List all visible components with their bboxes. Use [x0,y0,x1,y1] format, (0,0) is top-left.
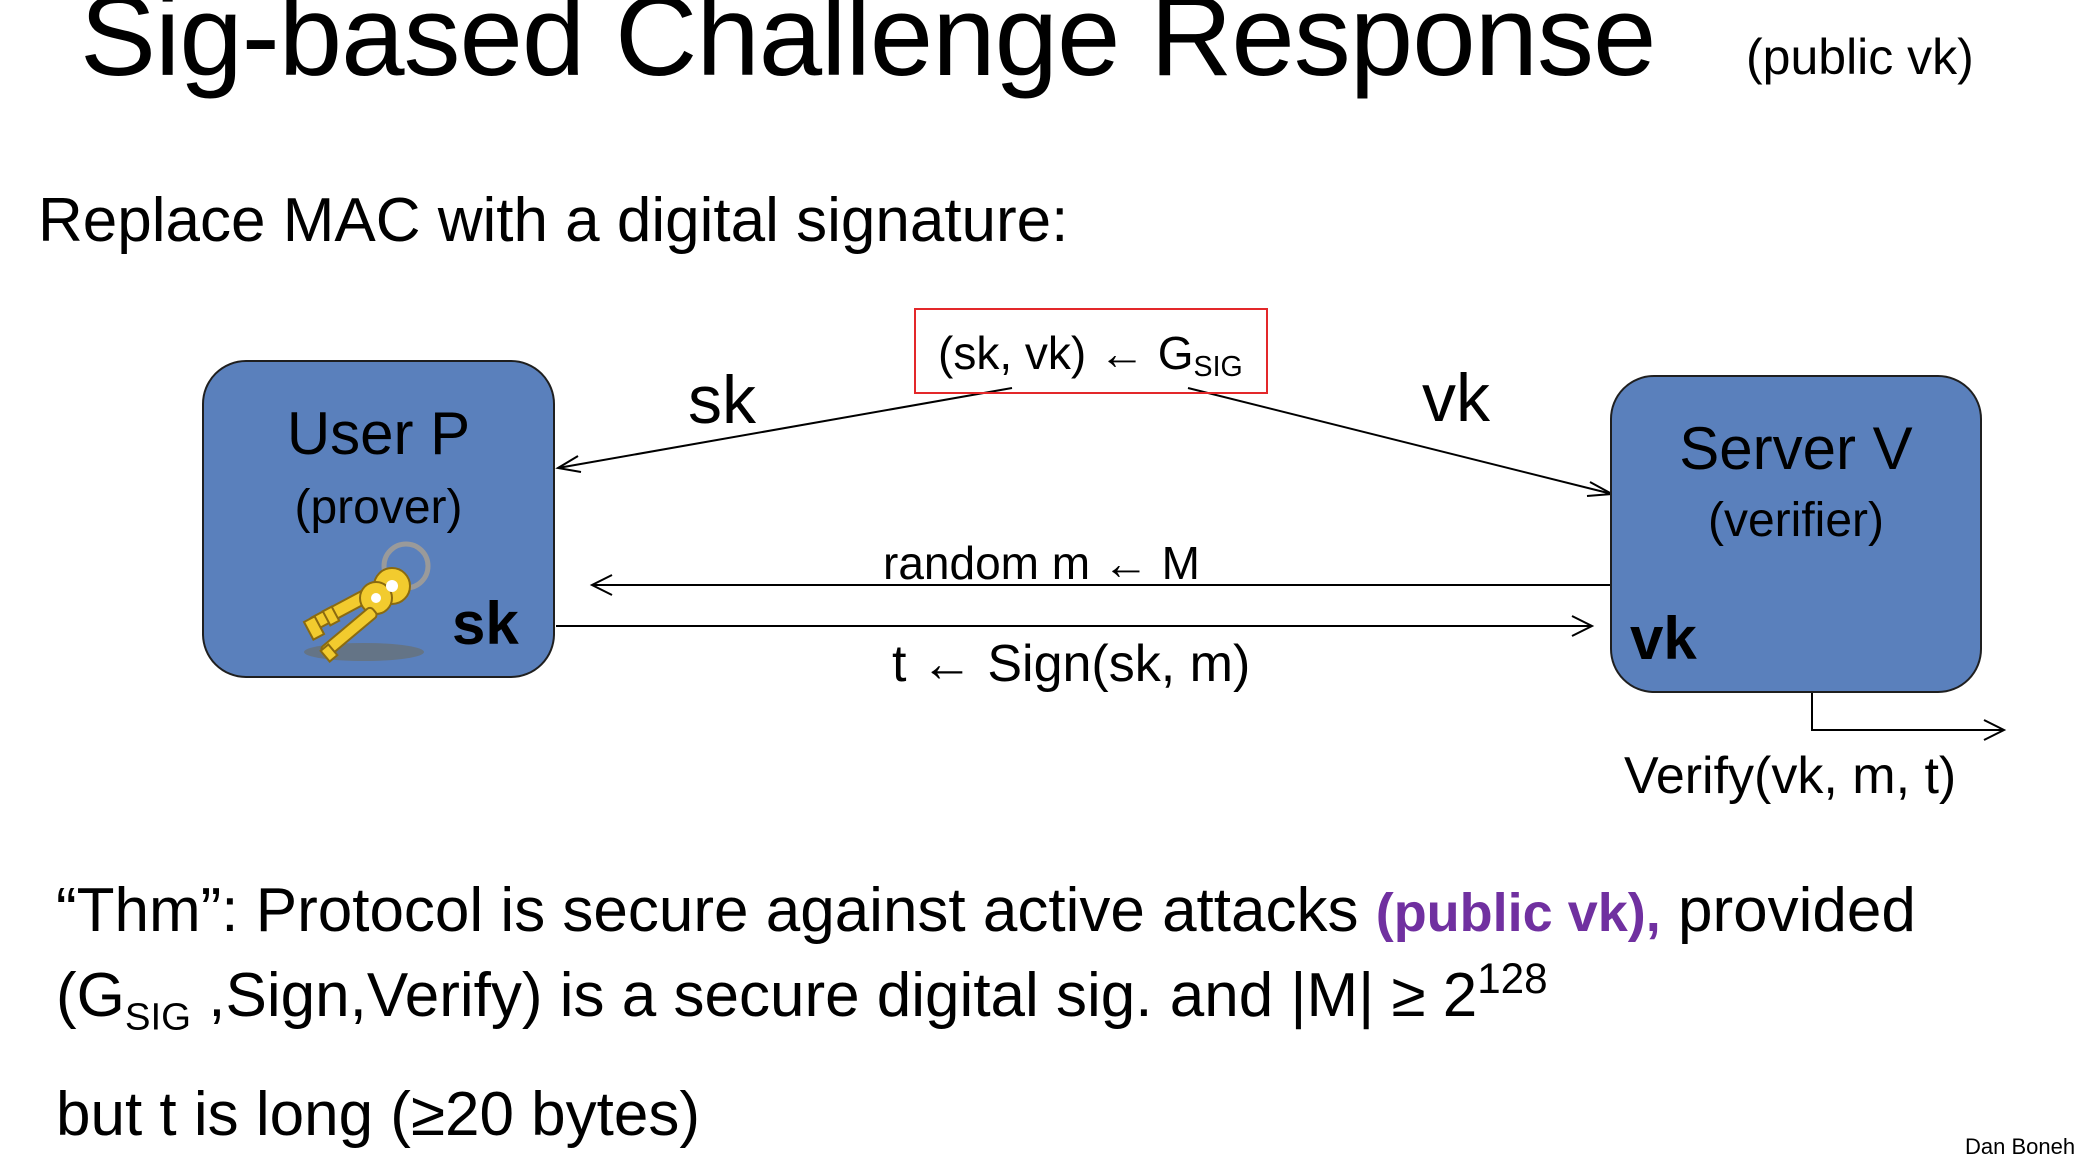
verify-label: Verify(vk, m, t) [1624,747,1957,805]
keygen-box: (sk, vk) ← GSIG [914,308,1268,394]
theorem-line-1: “Thm”: Protocol is secure against active… [56,876,1916,945]
title-note: (public vk) [1746,29,1974,85]
response-label: t ← Sign(sk, m) [892,635,1251,693]
theorem-line-3: but t is long (≥20 bytes) [56,1080,701,1149]
server-role: (verifier) [1708,494,1884,547]
challenge-label: random m ← M [883,537,1200,589]
user-role: (prover) [294,481,463,534]
slide-title: Sig-based Challenge Response [80,0,1656,100]
sk-arrow [557,387,1013,469]
author-credit: Dan Boneh [1965,1134,2076,1159]
user-name: User P [286,400,471,467]
sk-label: sk [688,362,756,438]
server-name: Server V [1679,415,1913,482]
public-vk-highlight: (public vk), [1375,883,1661,943]
user-secret-key: sk [452,590,519,657]
keys-icon [302,541,431,663]
slide-subtitle: Replace MAC with a digital signature: [38,186,1069,255]
server-verification-key: vk [1630,605,1697,672]
theorem-line-2: (GSIG ,Sign,Verify) is a secure digital … [56,954,1548,1039]
verify-arrow [1811,693,2004,731]
vk-label: vk [1422,360,1490,436]
vk-arrow [1187,387,1613,495]
keygen-label: (sk, vk) ← GSIG [938,327,1243,384]
user-prover-box: User P (prover) sk [202,360,555,678]
server-verifier-box: Server V (verifier) vk [1610,375,1982,693]
